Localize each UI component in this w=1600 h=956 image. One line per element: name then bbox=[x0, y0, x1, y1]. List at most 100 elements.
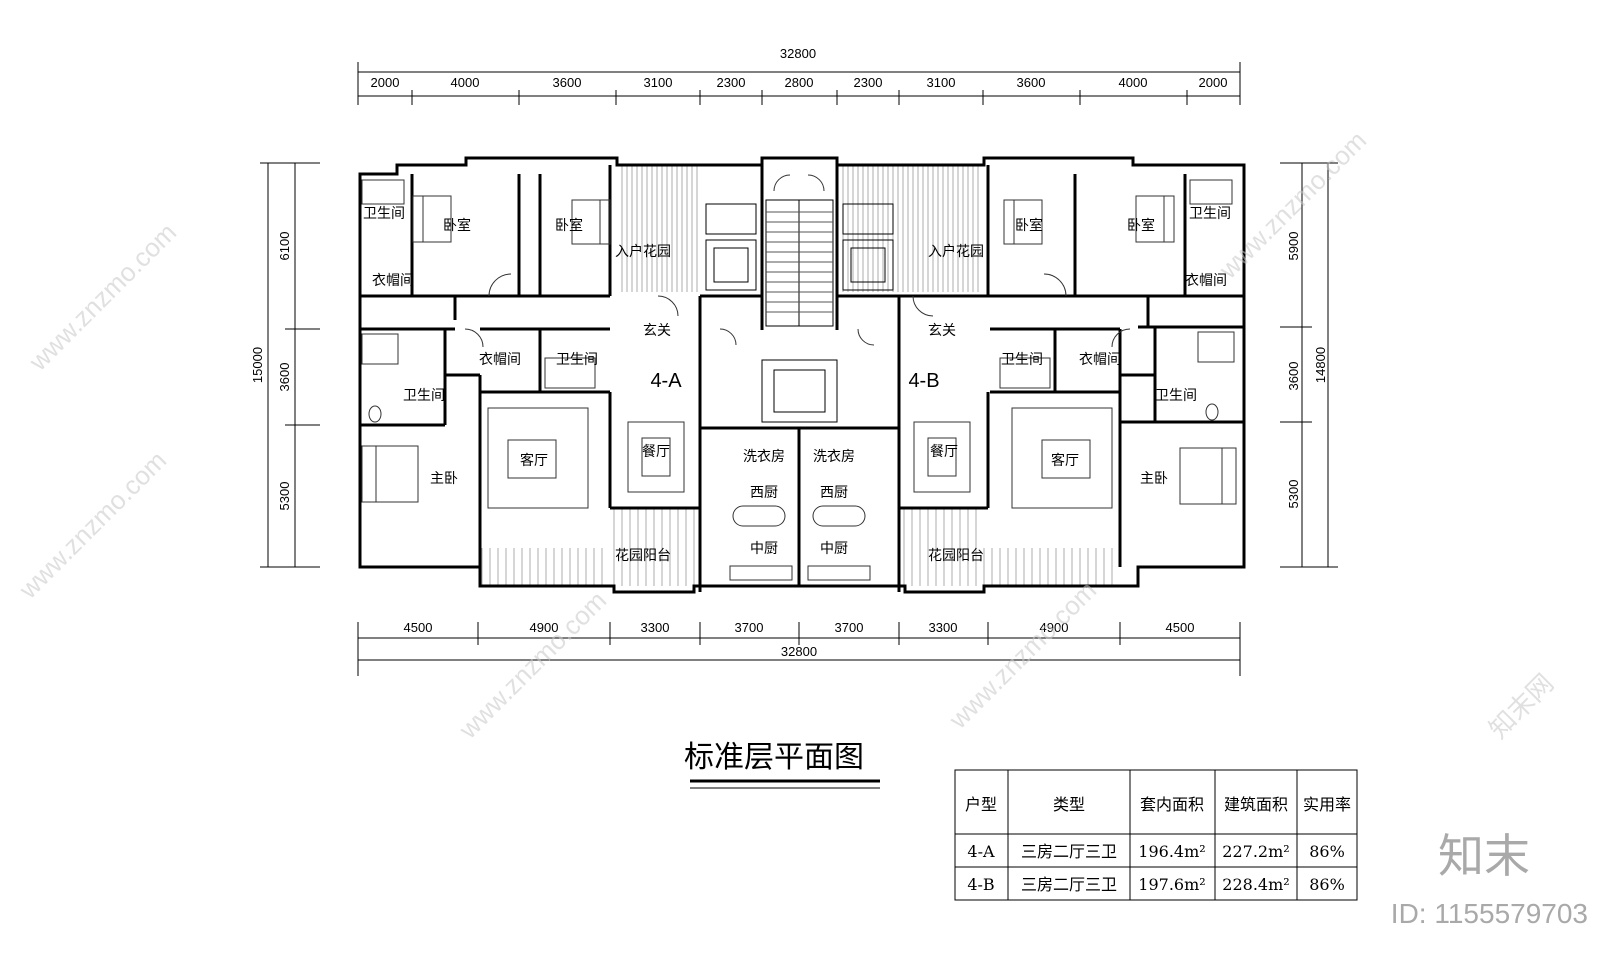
top-dim-5: 2300 bbox=[717, 75, 746, 90]
table-header-inner-area: 套内面积 bbox=[1140, 795, 1204, 814]
watermark-text: www.znzmo.com bbox=[12, 445, 172, 605]
top-dim-11: 2000 bbox=[1199, 75, 1228, 90]
top-dim-2: 4000 bbox=[451, 75, 480, 90]
room-garden-balcony: 花园阳台 bbox=[615, 548, 671, 564]
right-dim-3: 5300 bbox=[1286, 480, 1301, 509]
right-total-dimension: 14800 bbox=[1313, 347, 1328, 383]
garden-balcony-hatch-b bbox=[903, 508, 1113, 586]
room-labels-unit-a: 卫生间 卧室 卧室 衣帽间 入户花园 玄关 衣帽间 卫生间 卫生间 客厅 餐厅 … bbox=[363, 206, 682, 564]
bottom-dimension-labels: 4500 4900 3300 3700 3700 3300 4900 4500 bbox=[404, 620, 1195, 635]
room-living: 客厅 bbox=[520, 452, 548, 469]
room-foyer: 玄关 bbox=[928, 322, 956, 339]
table-cell: 4-B bbox=[967, 875, 994, 894]
table-cell: 86% bbox=[1309, 875, 1345, 894]
room-living: 客厅 bbox=[1051, 452, 1079, 469]
room-garden-balcony: 花园阳台 bbox=[928, 548, 984, 564]
bed bbox=[1179, 447, 1237, 505]
room-bedroom: 卧室 bbox=[1015, 217, 1043, 234]
room-bath: 卫生间 bbox=[1189, 206, 1231, 222]
table-cell: 三房二厅三卫 bbox=[1021, 875, 1117, 894]
room-chinese-kitchen: 中厨 bbox=[820, 541, 848, 557]
bottom-dim-4: 3700 bbox=[735, 620, 764, 635]
left-dimension-chain bbox=[260, 162, 320, 568]
right-dim-2: 3600 bbox=[1286, 362, 1301, 391]
room-cloak: 衣帽间 bbox=[1079, 352, 1121, 368]
bed bbox=[361, 445, 419, 503]
room-labels-core: 洗衣房 洗衣房 西厨 西厨 中厨 中厨 bbox=[743, 449, 855, 557]
room-entry-garden: 入户花园 bbox=[615, 243, 671, 260]
stair-and-lift-core bbox=[705, 199, 894, 423]
table-header-gross-area: 建筑面积 bbox=[1224, 795, 1288, 814]
furniture bbox=[361, 174, 1237, 581]
right-dimension-chain bbox=[1280, 162, 1338, 568]
outer-wall bbox=[358, 156, 1246, 594]
bottom-total-dimension: 32800 bbox=[781, 644, 817, 659]
table-header-efficiency: 实用率 bbox=[1303, 795, 1351, 814]
kitchen-counter bbox=[732, 505, 786, 527]
watermark-text: www.znzmo.com bbox=[942, 575, 1102, 735]
watermark-text: www.znzmo.com bbox=[22, 217, 182, 377]
garden-balcony-hatch-a bbox=[481, 508, 695, 586]
lift-c bbox=[761, 359, 838, 423]
room-master: 主卧 bbox=[430, 471, 458, 487]
room-dining: 餐厅 bbox=[642, 444, 670, 460]
dining-table bbox=[913, 421, 971, 493]
room-foyer: 玄关 bbox=[643, 322, 671, 339]
top-dim-8: 3100 bbox=[927, 75, 956, 90]
room-dining: 餐厅 bbox=[930, 444, 958, 460]
room-cloak: 衣帽间 bbox=[1185, 273, 1227, 289]
room-bath: 卫生间 bbox=[1155, 388, 1197, 404]
table-header-layout: 类型 bbox=[1053, 795, 1085, 814]
top-dimension-chain bbox=[357, 62, 1241, 105]
right-dim-1: 5900 bbox=[1286, 232, 1301, 261]
left-total-dimension: 15000 bbox=[250, 347, 265, 383]
bottom-dimension-chain bbox=[357, 622, 1241, 676]
left-dim-1: 6100 bbox=[277, 232, 292, 261]
room-labels-unit-b: 卧室 卧室 卫生间 入户花园 衣帽间 玄关 卫生间 衣帽间 卫生间 餐厅 客厅 … bbox=[908, 206, 1231, 564]
bottom-dim-3: 3300 bbox=[641, 620, 670, 635]
bottom-dim-1: 4500 bbox=[404, 620, 433, 635]
brand-logo: 知末 bbox=[1438, 829, 1530, 883]
room-laundry: 洗衣房 bbox=[743, 449, 785, 465]
room-cloak: 衣帽间 bbox=[372, 273, 414, 289]
table-cell: 197.6m² bbox=[1138, 875, 1205, 894]
table-cell: 86% bbox=[1309, 842, 1345, 861]
bottom-dim-8: 4500 bbox=[1166, 620, 1195, 635]
unit-label-a: 4-A bbox=[650, 370, 682, 392]
top-dim-9: 3600 bbox=[1017, 75, 1046, 90]
room-laundry: 洗衣房 bbox=[813, 449, 855, 465]
table-cell: 228.4m² bbox=[1222, 875, 1289, 894]
room-bedroom: 卧室 bbox=[555, 217, 583, 234]
table-cell: 4-A bbox=[967, 842, 995, 861]
hatched-areas bbox=[481, 164, 1113, 586]
top-dimension-labels: 2000 4000 3600 3100 2300 2800 2300 3100 … bbox=[371, 75, 1228, 90]
top-dim-10: 4000 bbox=[1119, 75, 1148, 90]
walls bbox=[358, 156, 1246, 594]
drawing-title: 标准层平面图 bbox=[684, 740, 864, 775]
watermark-text: www.znzmo.com bbox=[452, 585, 612, 745]
bottom-dim-5: 3700 bbox=[835, 620, 864, 635]
room-master: 主卧 bbox=[1140, 471, 1168, 487]
room-cloak: 衣帽间 bbox=[479, 352, 521, 368]
image-id: ID: 1155579703 bbox=[1391, 898, 1588, 929]
sofa-set bbox=[487, 407, 589, 509]
room-bath: 卫生间 bbox=[403, 388, 445, 404]
table-cell: 227.2m² bbox=[1222, 842, 1289, 861]
kitchen-counter bbox=[812, 505, 866, 527]
entry-garden-hatch-b bbox=[842, 164, 979, 292]
top-total-dimension: 32800 bbox=[780, 46, 816, 61]
lift-a bbox=[705, 239, 757, 291]
area-table: 户型 类型 套内面积 建筑面积 实用率 4-A 三房二厅三卫 196.4m² 2… bbox=[954, 769, 1358, 901]
room-bath: 卫生间 bbox=[1001, 352, 1043, 368]
table-cell: 三房二厅三卫 bbox=[1021, 842, 1117, 861]
sofa-set bbox=[1011, 407, 1113, 509]
watermark-brand: 知末网 bbox=[1483, 668, 1559, 744]
top-dim-7: 2300 bbox=[854, 75, 883, 90]
left-dim-3: 5300 bbox=[277, 482, 292, 511]
top-dim-6: 2800 bbox=[785, 75, 814, 90]
bottom-dim-7: 4900 bbox=[1040, 620, 1069, 635]
table-header-type: 户型 bbox=[965, 795, 997, 814]
bottom-dim-2: 4900 bbox=[530, 620, 559, 635]
room-bath: 卫生间 bbox=[556, 352, 598, 368]
